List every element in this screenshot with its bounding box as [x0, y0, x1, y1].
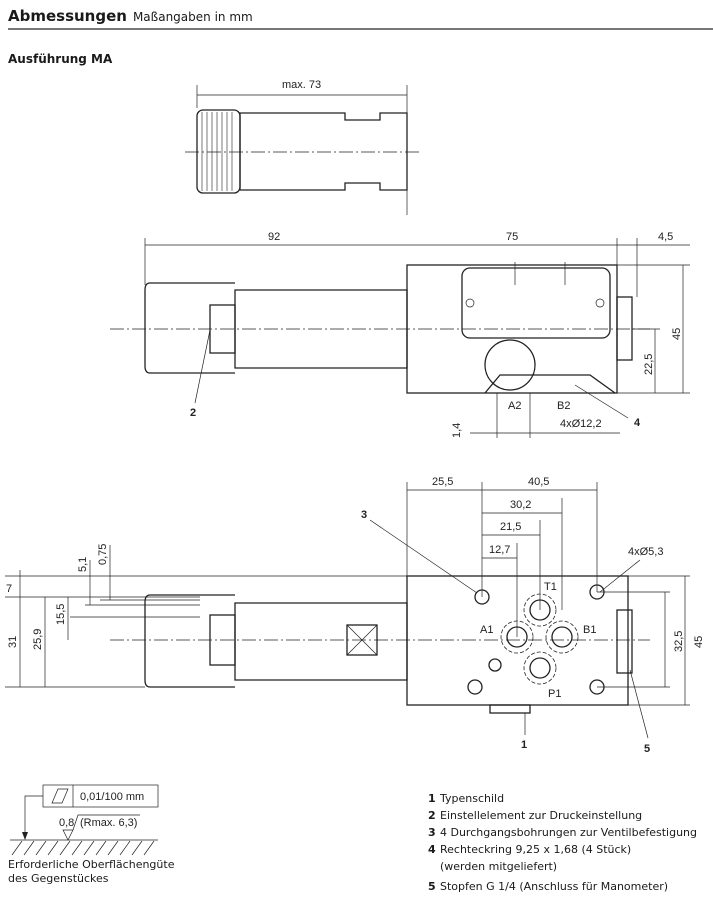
- surface-note1: Erforderliche Oberflächengüte: [8, 858, 175, 871]
- legend-1-text: Einstellelement zur Druckeinstellung: [440, 809, 643, 822]
- callouts-c3: 3: [361, 509, 367, 521]
- surface-quality-symbol: 0,01/100 mm 0,8 (Rmax. 6,3): [10, 784, 159, 856]
- dims-d25_9: 25,9: [32, 629, 44, 650]
- section-title: Ausführung MA: [8, 52, 113, 66]
- dims-d31: 31: [7, 636, 19, 648]
- dims-d15_5: 15,5: [55, 604, 67, 625]
- dims-d4_5: 4,5: [658, 231, 673, 243]
- dims-d21_5: 21,5: [500, 521, 521, 533]
- page-subtitle: Maßangaben in mm: [132, 10, 253, 24]
- dims-d7: 7: [6, 583, 12, 595]
- side-view: 92 75 4,5 45 22,5 A2 B2 4xØ12,2 1,4 2 4: [110, 231, 690, 438]
- legend-item: 3 4 Durchgangsbohrungen zur Ventilbefesti…: [428, 824, 697, 841]
- legend-3-text: Rechteckring 9,25 x 1,68 (4 Stück): [440, 843, 632, 856]
- legend-item: 1 Typenschild: [428, 790, 697, 807]
- dims-d5_1: 5,1: [77, 557, 89, 572]
- legend-item: 4 Rechteckring 9,25 x 1,68 (4 Stück) (werd…: [428, 841, 697, 875]
- dims-b1: B1: [583, 624, 596, 636]
- legend-1-n: 2: [428, 809, 436, 822]
- legend-3-text2: (werden mitgeliefert): [440, 860, 558, 873]
- legend-0-text: Typenschild: [440, 792, 505, 805]
- page-header: Abmessungen Maßangaben in mm: [8, 6, 713, 30]
- surface-rmax: (Rmax. 6,3): [80, 817, 137, 829]
- legend-2-text: 4 Durchgangsbohrungen zur Ventilbefestig…: [440, 826, 698, 839]
- dims-d5_3: 4xØ5,3: [628, 546, 663, 558]
- dims-d30_2: 30,2: [510, 499, 531, 511]
- callouts-c2: 2: [190, 407, 196, 419]
- callouts-c5: 5: [644, 743, 650, 755]
- dims-d45b: 45: [693, 636, 705, 648]
- legend-item: 2 Einstellelement zur Druckeinstellung: [428, 807, 697, 824]
- top-view: max. 73: [185, 79, 420, 215]
- dims-d92: 92: [268, 231, 280, 243]
- dims-b2: B2: [557, 400, 570, 412]
- dim-max73: max. 73: [282, 79, 321, 91]
- dims-a2: A2: [508, 400, 521, 412]
- dims-d25_5: 25,5: [432, 476, 453, 488]
- legend-4-n: 5: [428, 880, 436, 893]
- dims-d32_5: 32,5: [673, 631, 685, 652]
- dims-d40_5: 40,5: [528, 476, 549, 488]
- dims-d0_75: 0,75: [97, 544, 109, 565]
- dims-a1: A1: [480, 624, 493, 636]
- legend: 1 Typenschild 2 Einstellelement zur Drucke…: [428, 790, 697, 895]
- dims-p1: P1: [548, 688, 561, 700]
- legend-item: 5 Stopfen G 1/4 (Anschluss für Manometer): [428, 878, 697, 895]
- surface-tolerance: 0,01/100 mm: [80, 791, 144, 803]
- legend-0-n: 1: [428, 792, 436, 805]
- dims-d75: 75: [506, 231, 518, 243]
- page-title: Abmessungen: [8, 7, 127, 25]
- dims-d12_2: 4xØ12,2: [560, 418, 602, 430]
- dims-d22_5: 22,5: [643, 354, 655, 375]
- callouts-c1: 1: [521, 739, 527, 751]
- dims-d12_7: 12,7: [489, 544, 510, 556]
- legend-2-n: 3: [428, 826, 436, 839]
- callouts-c4: 4: [634, 417, 641, 429]
- surface-note2: des Gegenstückes: [8, 872, 109, 885]
- dims-d1_4: 1,4: [451, 423, 463, 438]
- legend-3-n: 4: [428, 843, 436, 856]
- dims-t1: T1: [544, 581, 557, 593]
- legend-4-text: Stopfen G 1/4 (Anschluss für Manometer): [440, 880, 669, 893]
- surface-roughness: 0,8: [59, 817, 74, 829]
- dims-d45a: 45: [671, 328, 683, 340]
